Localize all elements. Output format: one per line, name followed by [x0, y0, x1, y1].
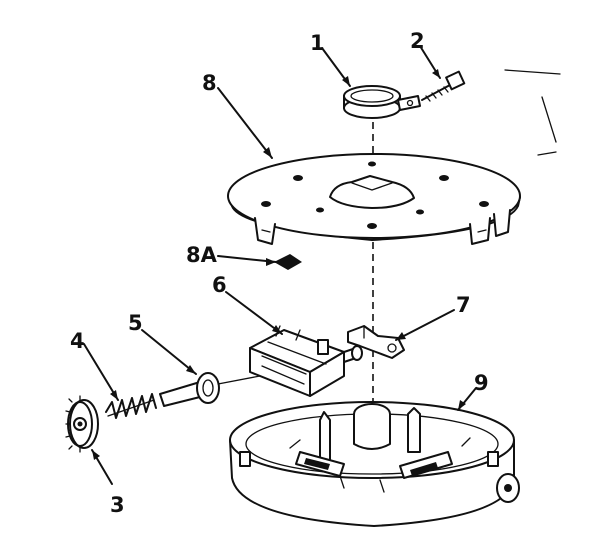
callout-8a: 8A [186, 243, 218, 267]
callout-3: 3 [110, 493, 125, 517]
leader-lines [83, 45, 477, 485]
part-9-base [229, 401, 520, 527]
part-8a-gasket [274, 254, 302, 270]
callout-9: 9 [474, 371, 489, 395]
part-6-switch [249, 325, 363, 397]
part-2-screw [421, 70, 466, 102]
callout-8: 8 [202, 71, 217, 95]
callout-1: 1 [310, 31, 325, 55]
part-7-bracket [347, 325, 405, 359]
part-5-shaft [159, 372, 261, 407]
part-4-spring [105, 393, 157, 419]
part-8-top-plate [227, 153, 521, 245]
callout-7: 7 [456, 293, 471, 317]
part-1-clamp-ring [343, 85, 421, 119]
callout-6: 6 [212, 273, 227, 297]
callout-2: 2 [410, 29, 425, 53]
part-3-gear-knob [65, 395, 99, 453]
callout-5: 5 [128, 311, 143, 335]
corner-marks [504, 69, 561, 156]
callout-4: 4 [70, 329, 85, 353]
